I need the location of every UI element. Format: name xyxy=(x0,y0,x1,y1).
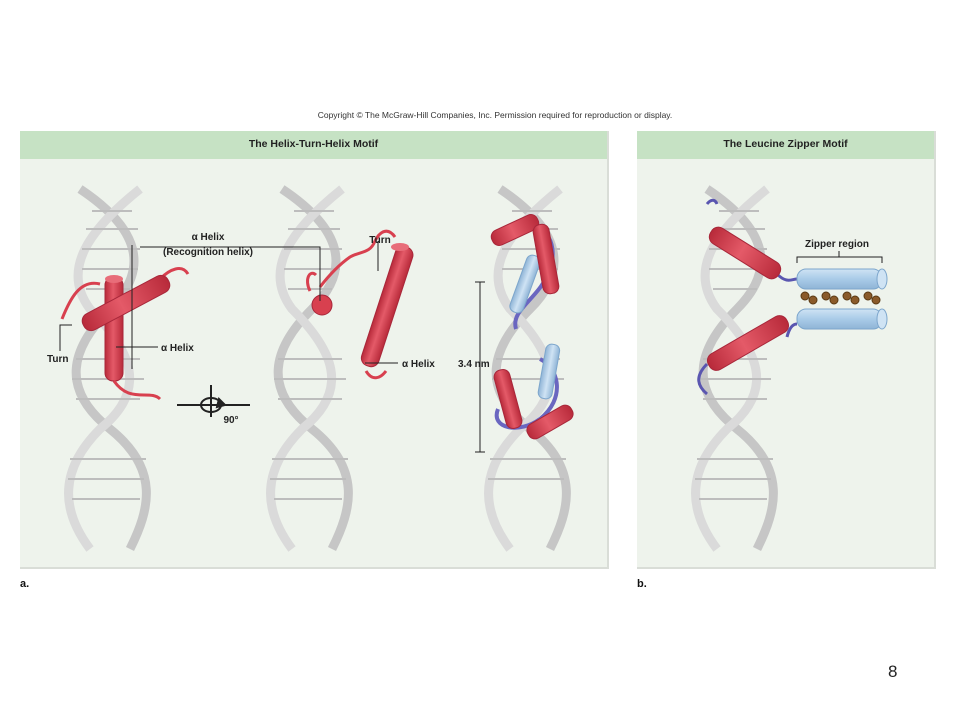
hth-leaders-2 xyxy=(140,241,398,364)
sub-label-b: b. xyxy=(637,578,647,590)
label-distance: 3.4 nm xyxy=(458,359,490,370)
panel-leucine-zipper: The Leucine Zipper Motif xyxy=(637,131,936,569)
label-alpha-helix-1: α Helix xyxy=(161,343,194,354)
page-number: 8 xyxy=(888,662,898,681)
dna-helix-2 xyxy=(266,185,353,552)
dna-helix-zipper xyxy=(691,185,778,552)
hth-dimer xyxy=(490,213,574,440)
rotation-symbol xyxy=(177,385,250,417)
hth-protein-2 xyxy=(306,229,414,380)
label-recognition-helix: (Recognition helix) xyxy=(163,247,253,258)
label-zipper-region: Zipper region xyxy=(805,239,869,250)
sub-label-a: a. xyxy=(20,578,30,590)
hth-protein-1 xyxy=(60,267,190,401)
copyright-notice: Copyright © The McGraw-Hill Companies, I… xyxy=(317,110,673,120)
label-alpha-helix-2: α Helix xyxy=(402,359,435,370)
zipper-bracket xyxy=(796,251,883,263)
helix-turn-helix-diagram: α Helix (Recognition helix) α Helix Turn… xyxy=(47,185,574,552)
label-alpha-helix-recognition: α Helix xyxy=(192,232,225,243)
panel-b-title: The Leucine Zipper Motif xyxy=(637,131,934,159)
label-rotation: 90° xyxy=(223,415,238,426)
distance-bracket xyxy=(475,281,485,453)
label-turn-2: Turn xyxy=(369,235,390,246)
label-turn-1: Turn xyxy=(47,354,68,365)
panel-helix-turn-helix: The Helix-Turn-Helix Motif xyxy=(20,131,609,569)
leucine-zipper-diagram: Zipper region xyxy=(691,185,888,552)
panel-a-title: The Helix-Turn-Helix Motif xyxy=(20,131,607,159)
hth-leaders xyxy=(59,245,158,369)
leucine-zipper-protein xyxy=(697,198,888,396)
